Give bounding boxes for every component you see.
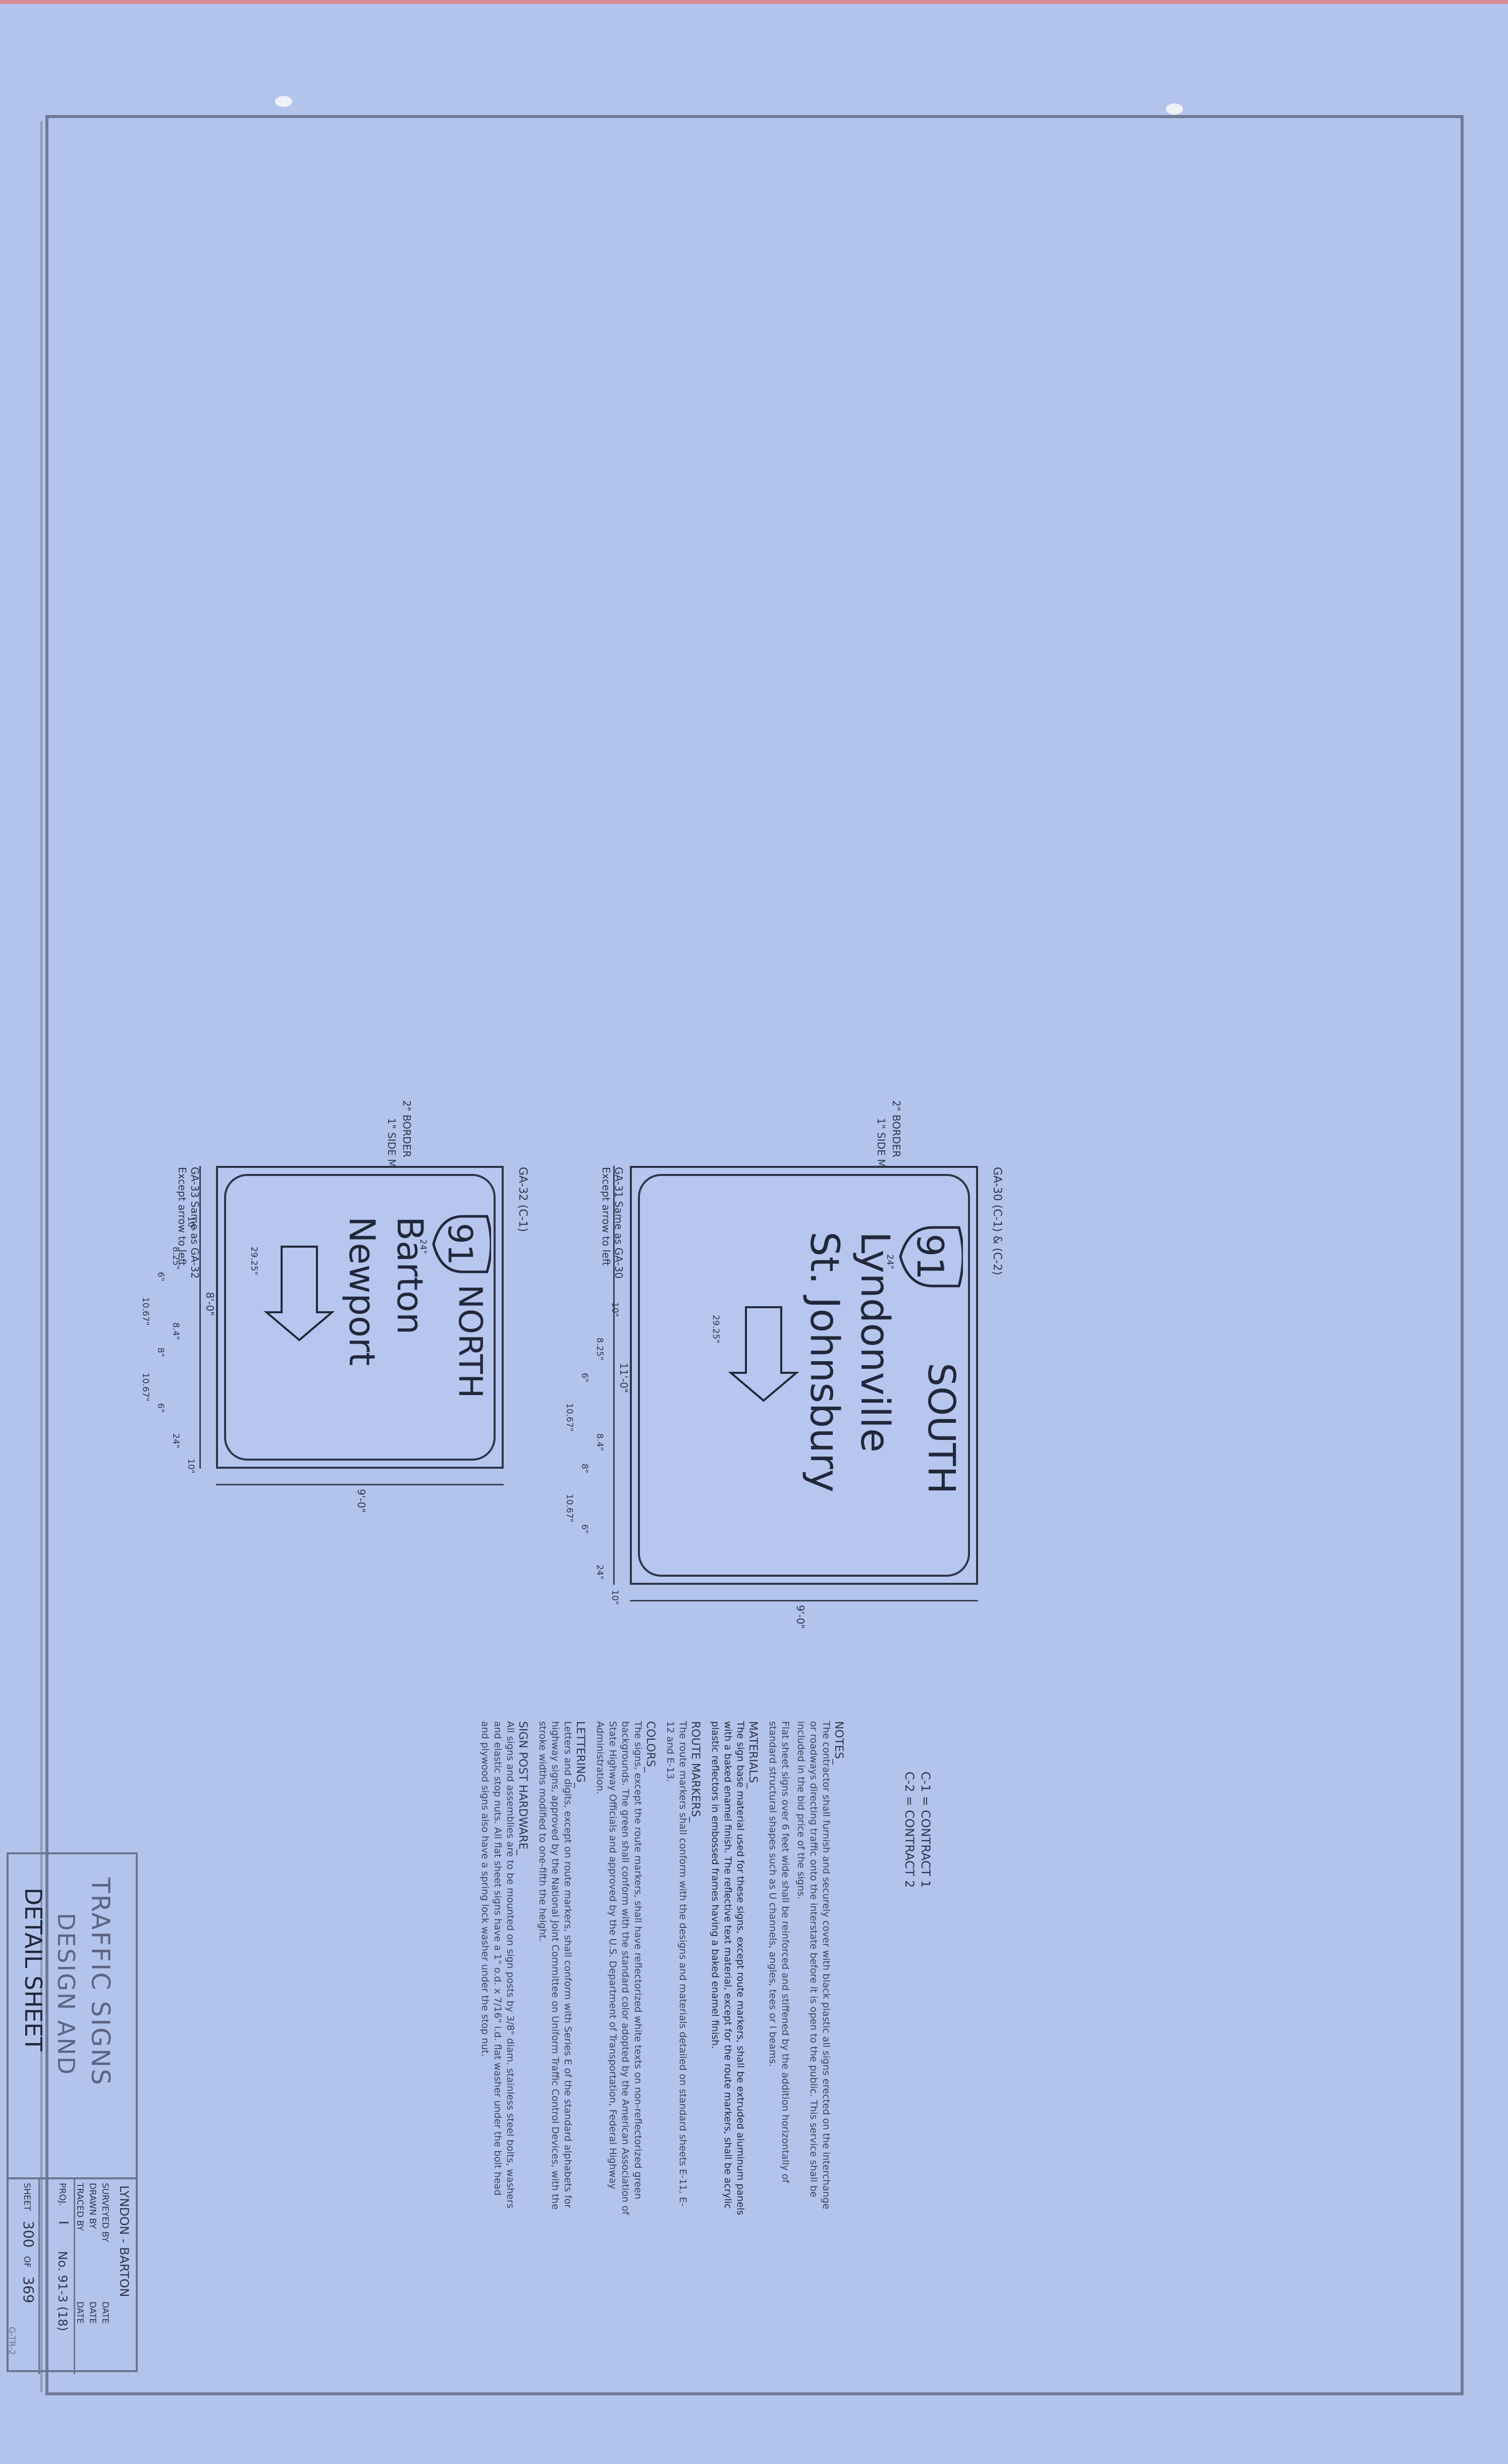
lettering-paragraph: Letters and digits, except on route mark… [537, 1721, 573, 2210]
top-edge-line [0, 0, 1508, 4]
destination-line-2: Newport [341, 1216, 383, 1366]
same-as-note-2: Except arrow to left [600, 1167, 612, 1266]
contract-2: C-2 = CONTRACT 2 [902, 1772, 917, 1888]
hardware-paragraph: All signs and assemblies are to be mount… [479, 1721, 516, 2209]
destination-line-1: Barton [389, 1216, 430, 1335]
vert-dim: 8" [155, 1348, 166, 1357]
interstate-shield-icon: 91 [432, 1215, 491, 1273]
sheet-number: 300 [20, 2221, 37, 2248]
contract-1: C-1 = CONTRACT 1 [919, 1772, 933, 1888]
colors-paragraph: The signs, except the route markers, sha… [595, 1721, 643, 2215]
shield-number: 91 [441, 1223, 479, 1265]
direction-text: SOUTH [920, 1363, 963, 1494]
interstate-shield-icon: 91 [899, 1226, 963, 1288]
same-as-note: GA-33 Same as GA-32 [189, 1167, 201, 1279]
punch-hole [1166, 103, 1183, 115]
vert-dim: 10.67" [140, 1373, 150, 1402]
vert-dim: 24" [595, 1565, 605, 1580]
vert-dim: 10.67" [564, 1494, 574, 1523]
vert-dim: 10" [610, 1590, 620, 1605]
height-dim: 9'-0" [355, 1489, 367, 1513]
general-notes: NOTES_ The contractor shall furnish and … [478, 1721, 852, 2216]
arrow-dim: 29.25" [711, 1315, 721, 1344]
notes-paragraph: Flat sheet signs over 6 feet wide shall … [767, 1721, 791, 2183]
width-dim: 8'-0" [204, 1292, 216, 1316]
materials-heading: MATERIALS_ [746, 1721, 759, 1789]
border-note: 2" BORDER [890, 1100, 902, 1158]
arrow-down-icon [263, 1246, 335, 1342]
vert-dim: 6" [579, 1373, 589, 1382]
direction-text: NORTH [451, 1284, 489, 1399]
vert-dim: 24" [171, 1433, 181, 1449]
title-line-1: TRAFFIC SIGNS [86, 1878, 115, 2086]
same-as-note: GA-31 Same as GA-30 [613, 1167, 625, 1279]
sheet-border [45, 115, 1464, 2395]
vert-dim: 10" [610, 1302, 620, 1317]
left-margin-line [40, 121, 42, 2392]
shield-dim: 24" [418, 1239, 428, 1254]
drawing-code: G-TR-2 [7, 2327, 17, 2355]
colors-heading: COLORS_ [644, 1721, 657, 1773]
sheet-label: SHEET [22, 2183, 32, 2211]
height-dim-line [630, 1600, 978, 1601]
title-line-3: DETAIL SHEET [20, 1888, 47, 2052]
title-line-2: DESIGN AND [52, 1913, 80, 2076]
materials-paragraph: The sign base material used for these si… [710, 1721, 746, 2216]
punch-hole [275, 96, 292, 107]
sheet-total: 369 [20, 2276, 37, 2304]
width-dim: 11'-0" [618, 1363, 630, 1394]
height-dim: 9'-0" [794, 1605, 806, 1629]
of-label: OF [22, 2256, 32, 2268]
vert-dim: 6" [579, 1524, 589, 1534]
notes-heading: NOTES_ [832, 1721, 845, 1765]
arrow-dim: 29.25" [249, 1247, 259, 1275]
notes-paragraph: The contractor shall furnish and securel… [795, 1721, 832, 2210]
vert-dim: 8.4" [171, 1322, 181, 1340]
project-name: LYNDON - BARTON [117, 2185, 131, 2297]
date-label: DATE [100, 2301, 110, 2324]
vert-dim: 8.25" [595, 1337, 605, 1361]
vert-dim: 8" [579, 1464, 589, 1473]
surveyed-label: SURVEYED BY [100, 2183, 110, 2242]
arrow-down-icon [728, 1306, 799, 1402]
date-label: DATE [87, 2301, 97, 2324]
vert-dim: 6" [155, 1272, 166, 1281]
hardware-heading: SIGN POST HARDWARE_ [516, 1721, 529, 1855]
traced-label: TRACED BY [75, 2183, 85, 2231]
proj-roman: I [56, 2221, 71, 2225]
shield-number: 91 [909, 1234, 951, 1280]
route-markers-paragraph: The route markers shall conform with the… [665, 1721, 688, 2207]
project-number: No. 91-3 (18) [56, 2251, 70, 2331]
date-label: DATE [75, 2301, 85, 2324]
drawn-label: DRAWN BY [87, 2183, 97, 2229]
vert-dim: 10.67" [140, 1297, 150, 1326]
proj-label: PROJ. [57, 2183, 67, 2206]
destination-line-2: St. Johnsbury [801, 1231, 847, 1493]
height-dim-line [216, 1484, 504, 1485]
vert-dim: 10.67" [564, 1403, 574, 1432]
border-note: 2" BORDER [401, 1100, 413, 1158]
vert-dim: 6" [155, 1403, 166, 1413]
route-markers-heading: ROUTE MARKERS_ [689, 1721, 702, 1823]
same-as-note-2: Except arrow to left [176, 1167, 188, 1266]
vert-dim: 8.4" [595, 1433, 605, 1451]
lettering-heading: LETTERING_ [574, 1721, 586, 1788]
vert-dim: 10" [186, 1459, 196, 1474]
shield-dim: 24" [885, 1254, 895, 1269]
sign-caption: GA-30 (C-1) & (C-2) [991, 1167, 1003, 1275]
sign-caption: GA-32 (C-1) [516, 1167, 529, 1233]
